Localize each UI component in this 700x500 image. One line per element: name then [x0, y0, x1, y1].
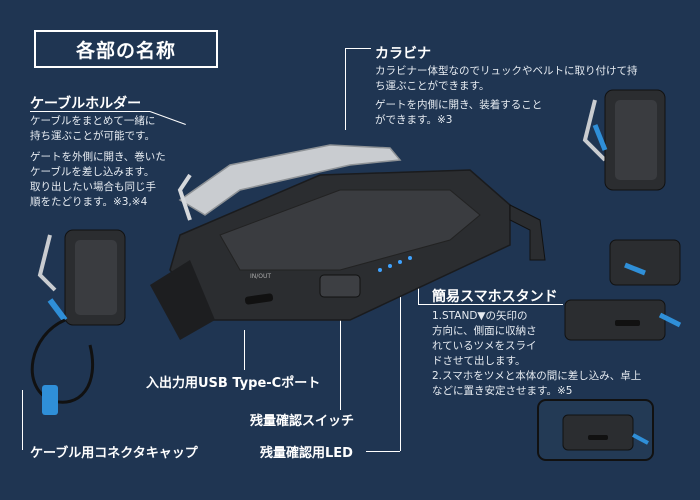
cable-holder-underline	[30, 111, 150, 112]
carabiner-pointer-v	[345, 48, 346, 130]
stand-device-side	[564, 299, 666, 341]
cable-holder-desc1: ケーブルをまとめて一緒に 持ち運ぶことが可能です。	[30, 114, 200, 144]
usb-port	[244, 293, 274, 305]
carabiner-desc2-line2: ができます。※3	[375, 114, 453, 126]
usb-port-pointer	[244, 330, 245, 370]
cable-holder-desc2-line3: 取り出したい場合も同じ手	[30, 181, 156, 193]
led-1	[378, 268, 382, 272]
cable-holder-desc1-line1: ケーブルをまとめて一緒に	[30, 115, 156, 127]
phone-port	[588, 435, 608, 440]
in-out-text: IN/OUT	[250, 273, 271, 280]
carabiner-heading: カラビナ	[375, 46, 431, 62]
led-2	[388, 264, 392, 268]
cable-holder-desc2-line1: ゲートを外側に開き、巻いた	[30, 151, 166, 163]
carabiner-desc1-line1: カラビナー体型なのでリュックやベルトに取り付けて持	[375, 65, 638, 77]
carabiner-illustration	[582, 89, 666, 191]
check-switch-pointer	[340, 300, 341, 410]
stand-illustration-1	[564, 239, 682, 341]
attach-hook	[582, 99, 607, 162]
cable-loop	[30, 318, 95, 404]
stand-step1-line3: れているツメをスライ	[432, 340, 537, 352]
led-pointer-h	[366, 451, 400, 452]
stand-step2-line1: 2.スマホをツメと本体の間に差し込み、卓上	[432, 370, 642, 382]
page-title-text: 各部の名称	[75, 39, 176, 62]
stand-claw-blue	[624, 262, 646, 276]
usb-port-label: 入出力用USB Type-Cポート	[146, 376, 321, 391]
carabiner-hook	[37, 234, 57, 292]
cable-holder-heading: ケーブルホルダー	[30, 96, 142, 112]
stand-heading: 簡易スマホスタンド	[432, 289, 558, 305]
stand-pointer	[418, 278, 419, 304]
blue-gate	[47, 298, 68, 322]
stand-port	[615, 320, 640, 326]
cable-holder-desc2-line4: 順をたどります。※3,※4	[30, 196, 148, 208]
led-3	[398, 260, 402, 264]
holder-pad	[75, 240, 117, 315]
carabiner-desc2: ゲートを内側に開き、装着すること ができます。※3	[375, 98, 585, 128]
side-grip	[150, 260, 215, 340]
carabiner-gate	[177, 173, 192, 221]
stand-step2: 2.スマホをツメと本体の間に差し込み、卓上 などに置き安定させます。※5	[432, 369, 692, 399]
connector-cap-label: ケーブル用コネクタキャップ	[30, 446, 198, 461]
led-pointer-v	[400, 285, 401, 451]
connector-cap-pointer	[22, 390, 23, 450]
connector-cap	[42, 385, 58, 415]
stand-claw	[509, 204, 546, 261]
carabiner-desc1-line2: ち運ぶことができます。	[375, 80, 490, 92]
page-title: 各部の名称	[34, 30, 218, 68]
stand-illustration-2	[537, 399, 654, 461]
device-top-pad	[219, 189, 481, 271]
cable-holder-illustration	[30, 229, 126, 415]
stand-step1-line2: 方向に、側面に収納さ	[432, 325, 537, 337]
phone-claw	[632, 433, 649, 445]
stand-device-top	[609, 239, 681, 286]
carabiner-pointer-h	[345, 48, 371, 49]
check-switch-label: 残量確認スイッチ	[250, 414, 355, 429]
carabiner-desc2-line1: ゲートを内側に開き、装着すること	[375, 99, 543, 111]
led-4	[408, 256, 412, 260]
stand-step1-line4: ドさせて出します。	[432, 355, 526, 367]
power-bank-illustration: IN/OUT	[150, 144, 546, 340]
cable-holder-desc1-line2: 持ち運ぶことが可能です。	[30, 130, 155, 142]
phone-device	[562, 414, 634, 451]
attach-pad	[615, 100, 657, 180]
attach-blue-gate	[592, 124, 608, 151]
check-switch	[319, 274, 361, 298]
stand-step1-line1: 1.STAND▼の矢印の	[432, 310, 528, 322]
stand-step1: 1.STAND▼の矢印の 方向に、側面に収納さ れているツメをスライ ドさせて出…	[432, 309, 572, 369]
carabiner-frame	[178, 144, 402, 216]
stand-underline	[418, 304, 563, 305]
stand-claw-blue-2	[658, 312, 682, 328]
carabiner-desc1: カラビナー体型なのでリュックやベルトに取り付けて持 ち運ぶことができます。	[375, 64, 695, 94]
cable-holder-desc2: ゲートを外側に開き、巻いた ケーブルを差し込みます。 取り出したい場合も同じ手 …	[30, 150, 200, 210]
stand-step2-line2: などに置き安定させます。※5	[432, 385, 573, 397]
led-label: 残量確認用LED	[260, 446, 353, 461]
cable-holder-desc2-line2: ケーブルを差し込みます。	[30, 166, 155, 178]
